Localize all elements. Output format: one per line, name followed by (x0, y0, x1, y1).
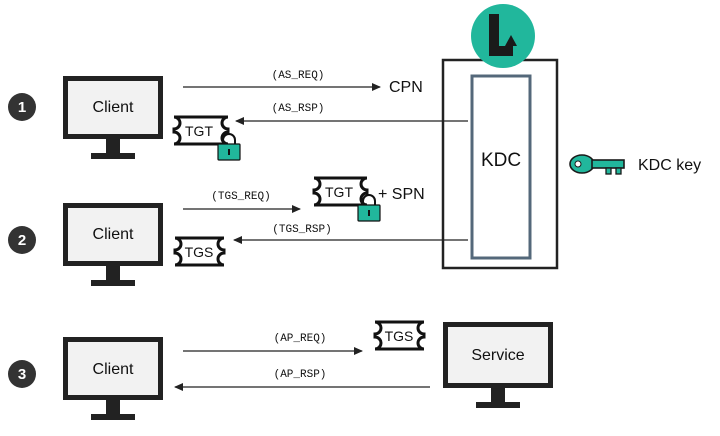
tgt-label-1: TGT (185, 123, 213, 139)
tgs-rsp-label: (TGS_RSP) (272, 224, 331, 236)
step-2-number: 2 (18, 232, 26, 249)
tgt-label-2: TGT (325, 184, 353, 200)
tgs-ticket-1: TGS (173, 236, 226, 267)
tgs-req-label: (TGS_REQ) (211, 191, 270, 203)
spn-label: + SPN (378, 186, 425, 203)
as-rsp-label: (AS_RSP) (272, 103, 325, 115)
step-1-number: 1 (18, 99, 26, 116)
as-req-label: (AS_REQ) (272, 70, 325, 82)
kdc-logo-triangle (505, 35, 517, 46)
kdc-label: KDC (481, 150, 521, 171)
tgs-label-2: TGS (385, 328, 414, 344)
client-2-label: Client (93, 226, 134, 243)
key-icon (569, 154, 625, 175)
tgs-ticket-2: TGS (373, 320, 426, 351)
service-monitor: Service (443, 322, 553, 408)
kdc-server: KDC (441, 58, 559, 270)
step-2-badge: 2 (8, 226, 36, 254)
lock-icon (357, 194, 381, 222)
client-1-label: Client (93, 99, 134, 116)
client-3-monitor: Client (63, 337, 163, 420)
client-1-monitor: Client (63, 76, 163, 159)
client-2-monitor: Client (63, 203, 163, 286)
lock-icon (217, 133, 241, 161)
ap-req-label: (AP_REQ) (274, 333, 327, 345)
cpn-label: CPN (389, 79, 423, 96)
step-3-number: 3 (18, 366, 26, 383)
step-3-badge: 3 (8, 360, 36, 388)
tgt-ticket-1: TGT (172, 115, 241, 161)
client-3-label: Client (93, 361, 134, 378)
kdc-logo-badge (471, 4, 535, 68)
tgt-ticket-2: TGT (312, 176, 381, 222)
kdc-key-label: KDC key (638, 157, 701, 174)
tgs-label-1: TGS (185, 244, 214, 260)
ap-rsp-label: (AP_RSP) (274, 369, 327, 381)
service-label: Service (471, 347, 524, 364)
kdc-logo-icon (489, 14, 513, 56)
step-1-badge: 1 (8, 93, 36, 121)
